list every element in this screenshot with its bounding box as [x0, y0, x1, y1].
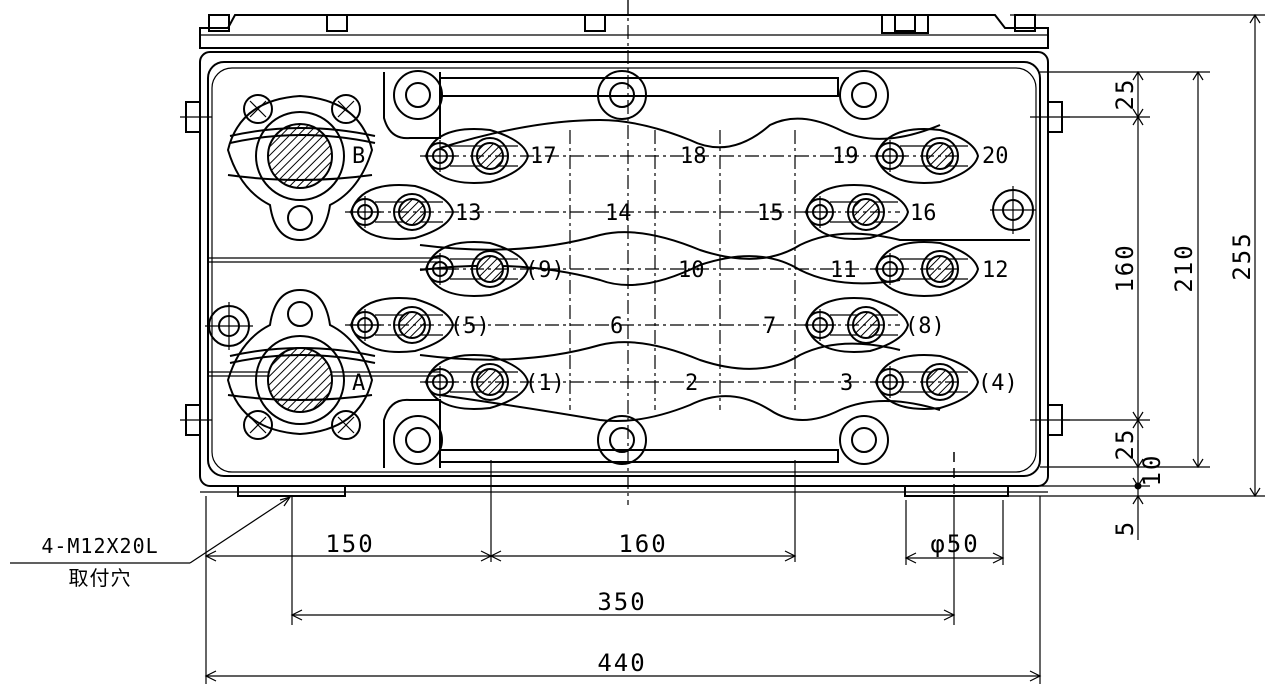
- center-lines: [345, 0, 960, 505]
- dim-bottom-25: 25: [1111, 428, 1139, 461]
- dim-inner-210: 210: [1170, 243, 1198, 292]
- terminal-separator: [419, 117, 1030, 422]
- bushing-upper: B: [226, 94, 376, 242]
- terminal-plate: [874, 354, 980, 410]
- terminal-label-13: 13: [455, 201, 482, 226]
- dim-diameter-50: φ50: [930, 530, 979, 558]
- dim-center-160: 160: [1111, 243, 1139, 292]
- bushing-label-a: A: [352, 371, 365, 396]
- mounting-boss: [205, 70, 1036, 468]
- lid-bolt: [208, 14, 1036, 34]
- dimension-bottom: 150 160 φ50 350 440: [204, 452, 1042, 684]
- dim-overall-255: 255: [1228, 231, 1256, 280]
- terminal-label-6: 6: [610, 314, 623, 339]
- terminal-labels: (1) 2 3 (4) (5) 6 7 (8) (9) 10 11 12 13 …: [450, 144, 1018, 396]
- terminal-label-14: 14: [605, 201, 632, 226]
- terminal-plate: [874, 241, 980, 297]
- dim-pitch-160: 160: [618, 530, 667, 558]
- dim-span-350: 350: [597, 588, 646, 616]
- note-mounting-hole: 取付穴: [69, 566, 132, 590]
- note-bolt-spec: 4-M12X20L: [41, 534, 158, 558]
- terminal-label-15: 15: [757, 201, 784, 226]
- terminal-plate: [804, 297, 910, 353]
- terminal-plate: [874, 128, 980, 184]
- bushing-lower: A: [226, 288, 376, 440]
- dim-overall-440: 440: [597, 649, 646, 677]
- dim-offset-10: 10: [1138, 454, 1166, 487]
- terminal-label-12: 12: [982, 258, 1009, 283]
- terminal-label-4: (4): [978, 371, 1018, 396]
- mounting-hole-note: 4-M12X20L 取付穴: [10, 495, 292, 590]
- terminal-label-7: 7: [763, 314, 776, 339]
- terminal-label-2: 2: [685, 371, 698, 396]
- terminal-label-8: (8): [905, 314, 945, 339]
- bushing-label-b: B: [352, 144, 365, 169]
- dim-offset-5: 5: [1111, 520, 1139, 536]
- terminal-label-5: (5): [450, 314, 490, 339]
- terminal-label-9: (9): [525, 258, 565, 283]
- lid: [199, 0, 1049, 49]
- dim-pitch-150: 150: [325, 530, 374, 558]
- dimension-right: 25 160 25 210 255 10 5: [1008, 13, 1265, 540]
- terminal-label-3: 3: [840, 371, 853, 396]
- terminal-label-11: 11: [830, 258, 857, 283]
- terminal-label-10: 10: [678, 258, 705, 283]
- dim-top-25: 25: [1111, 78, 1139, 111]
- terminal-label-16: 16: [910, 201, 937, 226]
- terminal-plate: [804, 184, 910, 240]
- terminal-label-1: (1): [525, 371, 565, 396]
- terminal-label-20: 20: [982, 144, 1009, 169]
